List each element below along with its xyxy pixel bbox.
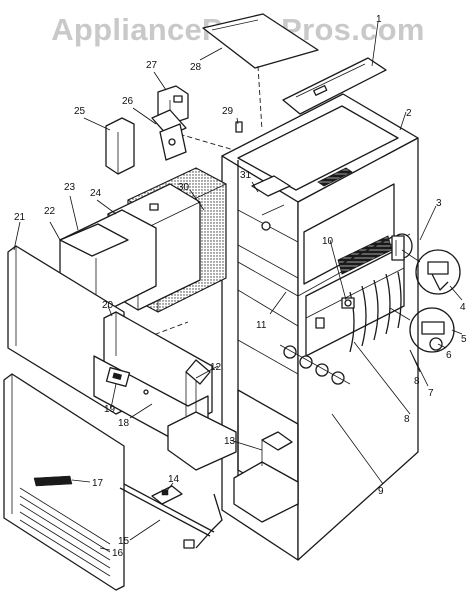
callout-11: 11: [256, 320, 267, 331]
callout-1: 1: [376, 14, 382, 25]
callout-21: 21: [14, 212, 26, 223]
callout-29: 29: [222, 106, 234, 117]
callout-10: 10: [322, 236, 334, 247]
callout-24: 24: [90, 188, 102, 199]
callout-19: 19: [104, 404, 116, 415]
callout-15: 15: [118, 536, 130, 547]
part-ignitor: [341, 297, 355, 309]
callout-26: 26: [122, 96, 134, 107]
callout-8b: 8: [404, 414, 410, 425]
callout-18: 18: [118, 418, 130, 429]
callout-16: 16: [112, 548, 124, 559]
part-mounting-bracket: [151, 109, 187, 161]
part-side-bracket: [167, 359, 237, 471]
part-rod-assembly: [119, 483, 223, 549]
callout-23: 23: [64, 182, 76, 193]
leader-lines: [13, 21, 463, 551]
part-clip: [235, 121, 243, 133]
callout-17: 17: [92, 478, 104, 489]
callout-30: 30: [178, 182, 190, 193]
part-coil-lower: [409, 307, 455, 353]
part-rod-bracket: [151, 485, 183, 505]
callout-7: 7: [428, 388, 434, 399]
callout-2: 2: [406, 108, 412, 119]
part-cabinet: [221, 93, 419, 561]
part-switch: [105, 367, 131, 387]
part-small-panel: [105, 117, 135, 175]
part-coil-upper: [415, 249, 461, 295]
callout-20: 20: [102, 300, 114, 311]
callout-28: 28: [190, 62, 202, 73]
callout-4: 4: [460, 302, 466, 313]
callout-13: 13: [224, 436, 236, 447]
callout-8a: 8: [414, 376, 420, 387]
part-top-cover: [202, 13, 319, 69]
callout-5: 5: [461, 334, 467, 345]
callout-14: 14: [168, 474, 180, 485]
part-connector-leads: [389, 249, 421, 321]
callout-12: 12: [210, 362, 222, 373]
callout-25: 25: [74, 106, 86, 117]
callout-3: 3: [436, 198, 442, 209]
part-motor-assembly: [391, 233, 413, 261]
part-inner-bracket: [251, 175, 291, 231]
part-base-bracket: [233, 431, 299, 523]
part-top-flange: [282, 57, 387, 115]
callout-9: 9: [378, 486, 384, 497]
callout-6: 6: [446, 350, 452, 361]
callout-31: 31: [240, 170, 252, 181]
callout-22: 22: [44, 206, 56, 217]
callout-27: 27: [146, 60, 158, 71]
callout-labels: 1 2 3 4 5 6 7 8 8 9 10 11 12 13 14 15 16…: [14, 14, 467, 559]
part-label-plate: [33, 475, 73, 487]
louver-grid: [19, 487, 111, 577]
